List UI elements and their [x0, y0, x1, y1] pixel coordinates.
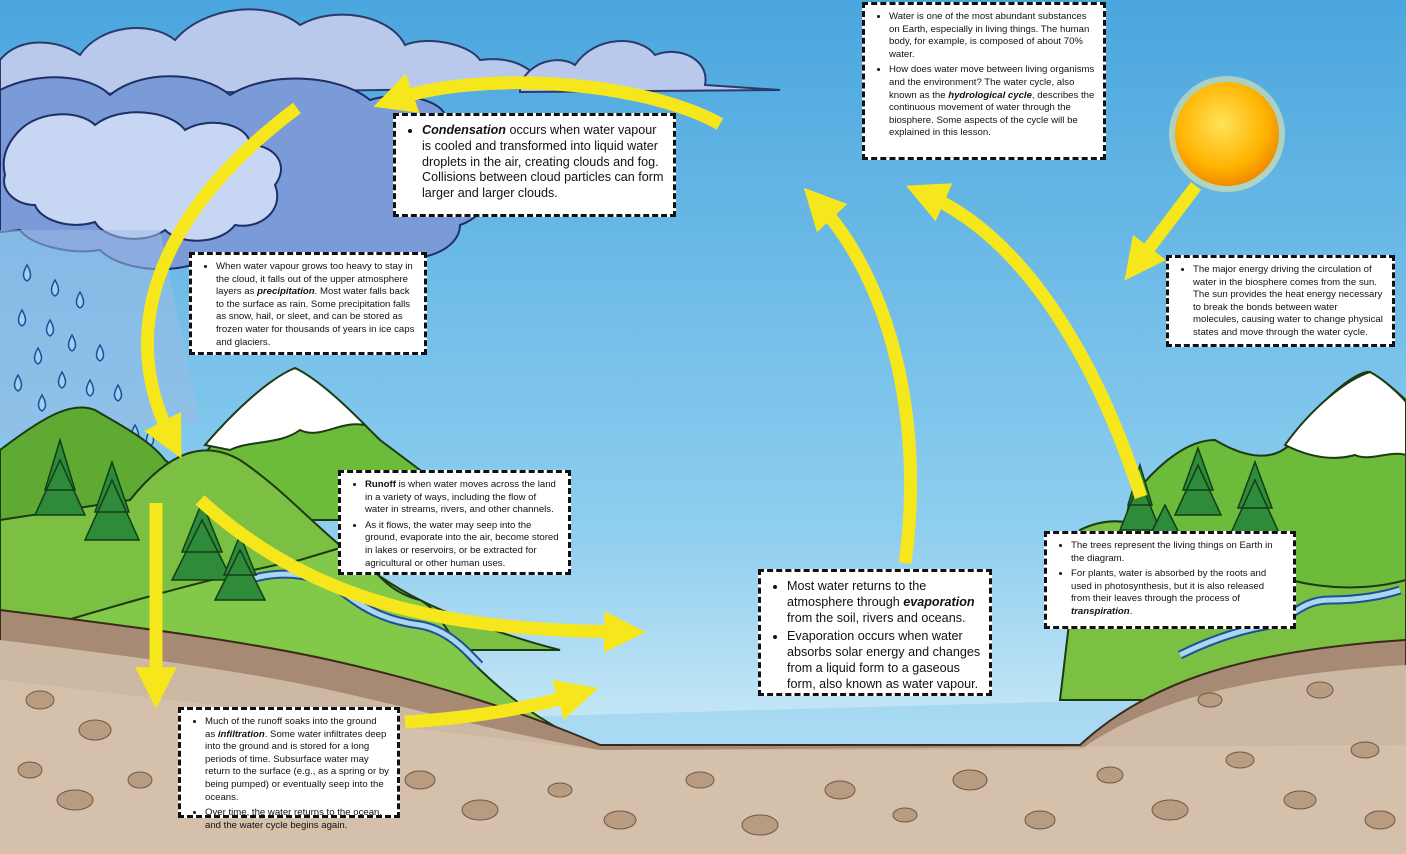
- runoff-term: Runoff: [365, 479, 396, 490]
- tree-icons: [33, 437, 1282, 601]
- precipitation-term: precipitation: [257, 286, 315, 298]
- arrow-transpiration: [905, 183, 1148, 499]
- condensation-point: Condensation occurs when water vapour is…: [422, 123, 665, 202]
- condensation-info-box: Condensation occurs when water vapour is…: [393, 113, 676, 217]
- precipitation-point: When water vapour grows too heavy to sta…: [216, 261, 416, 349]
- sun-energy-info-box: The major energy driving the circulation…: [1166, 255, 1395, 347]
- abundance-point-1: Water is one of the most abundant substa…: [889, 11, 1095, 61]
- runoff-info-box: Runoff is when water moves across the la…: [338, 470, 571, 575]
- infiltration-term: infiltration: [217, 728, 265, 740]
- abundance-info-box: Water is one of the most abundant substa…: [862, 2, 1106, 160]
- evaporation-point-1: Most water returns to the atmosphere thr…: [787, 579, 981, 626]
- sun-energy-point: The major energy driving the circulation…: [1193, 264, 1384, 340]
- transpiration-term: transpiration: [1071, 605, 1130, 617]
- transpiration-point-1: The trees represent the living things on…: [1071, 540, 1285, 565]
- sun-icon: [1169, 76, 1285, 192]
- abundance-point-2: How does water move between living organ…: [889, 64, 1095, 140]
- transpiration-point-2: For plants, water is absorbed by the roo…: [1071, 568, 1285, 618]
- arrow-runoff: [195, 495, 646, 653]
- runoff-point-2: As it flows, the water may seep into the…: [365, 520, 560, 570]
- evaporation-info-box: Most water returns to the atmosphere thr…: [758, 569, 992, 696]
- infiltration-point-2: Over time, the water returns to the ocea…: [205, 807, 389, 832]
- hydrological-cycle-term: hydrological cycle: [948, 89, 1032, 101]
- evaporation-term: evaporation: [903, 594, 975, 609]
- transpiration-info-box: The trees represent the living things on…: [1044, 531, 1296, 629]
- process-arrows: [135, 73, 1202, 729]
- infiltration-info-box: Much of the runoff soaks into the ground…: [178, 707, 400, 831]
- infiltration-point-1: Much of the runoff soaks into the ground…: [205, 716, 389, 804]
- runoff-point-1: Runoff is when water moves across the la…: [365, 479, 560, 517]
- precipitation-info-box: When water vapour grows too heavy to sta…: [189, 252, 427, 355]
- arrow-to-condensation: [373, 73, 724, 130]
- arrow-evaporation: [803, 187, 918, 564]
- arrow-infiltration-ocean: [404, 679, 598, 729]
- arrow-precipitation: [140, 102, 301, 459]
- arrow-sun-energy: [1124, 182, 1202, 281]
- evaporation-point-2: Evaporation occurs when water absorbs so…: [787, 629, 981, 692]
- condensation-term: Condensation: [422, 123, 506, 137]
